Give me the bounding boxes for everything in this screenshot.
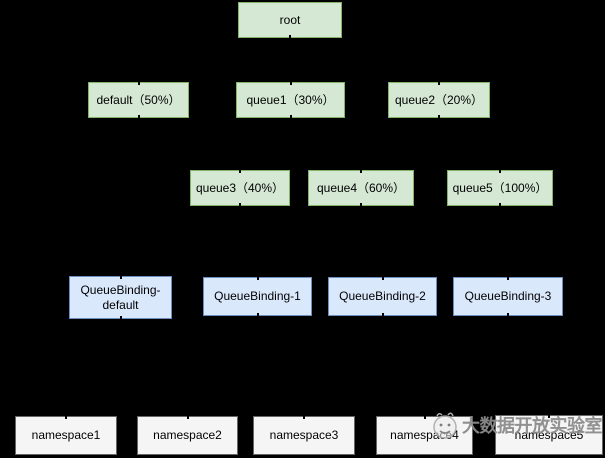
node-queue1: queue1（30%） xyxy=(236,82,345,118)
node-namespace4: namespace4 xyxy=(376,416,473,455)
node-queuebinding-2: QueueBinding-2 xyxy=(328,277,437,316)
node-root: root xyxy=(238,2,342,38)
node-queue2: queue2（20%） xyxy=(388,82,490,118)
node-namespace3: namespace3 xyxy=(253,416,355,455)
node-namespace2: namespace2 xyxy=(137,416,238,455)
node-queue-default: default（50%） xyxy=(88,82,189,118)
node-namespace1: namespace1 xyxy=(15,416,117,455)
node-namespace5: namespace5 xyxy=(495,415,603,455)
node-queue3: queue3（40%） xyxy=(190,170,290,206)
node-queuebinding-default: QueueBinding-default xyxy=(69,276,172,319)
node-queue4: queue4（60%） xyxy=(308,170,414,206)
node-queuebinding-3: QueueBinding-3 xyxy=(453,277,563,316)
node-queuebinding-1: QueueBinding-1 xyxy=(203,277,312,316)
node-queue5: queue5（100%） xyxy=(447,170,553,206)
